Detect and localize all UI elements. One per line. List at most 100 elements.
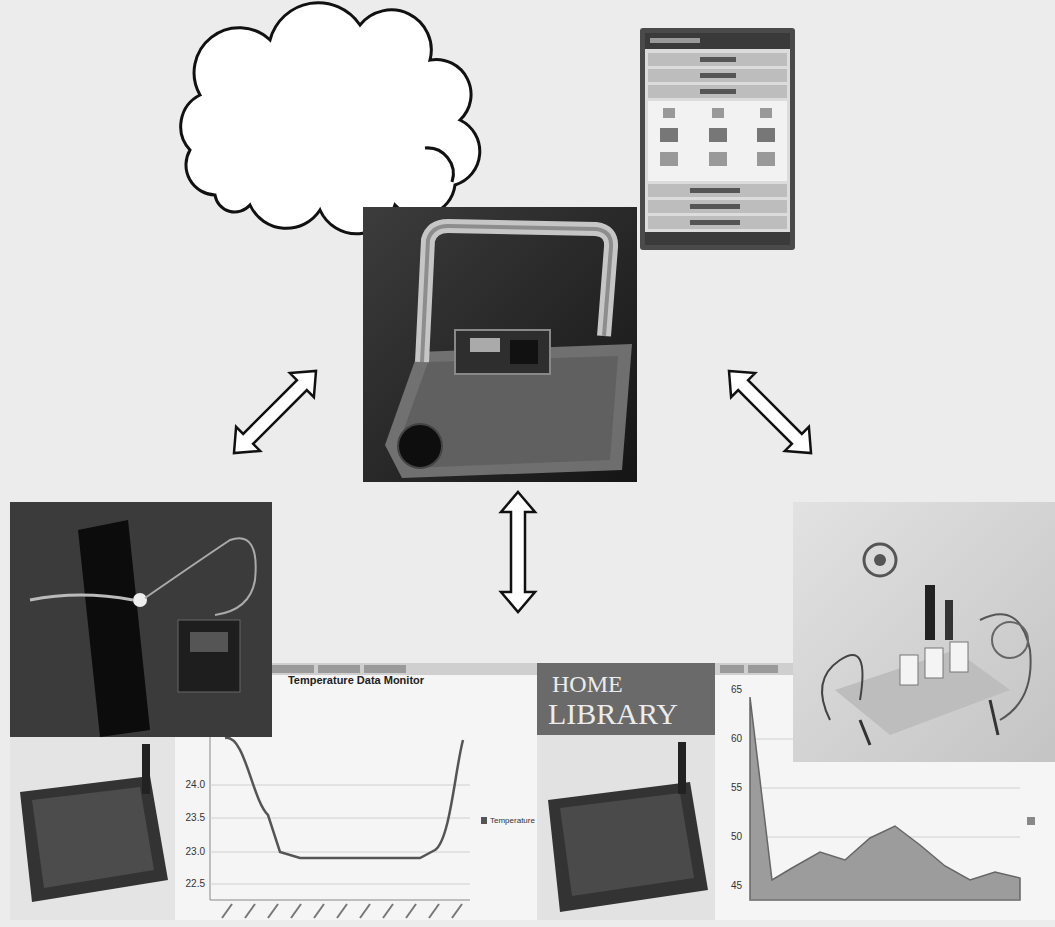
device-photo-part bbox=[510, 340, 538, 364]
cover-title: LIBRARY bbox=[548, 699, 678, 729]
book-cover-photo bbox=[537, 663, 715, 920]
cloud-outline-part bbox=[425, 148, 453, 182]
device-photo-part bbox=[363, 207, 637, 482]
device-photo bbox=[363, 207, 637, 482]
temperature-chart-part-part bbox=[314, 904, 324, 918]
phone-screen-part bbox=[640, 28, 795, 250]
board-photo-part bbox=[10, 737, 175, 920]
axis-tick: 55 bbox=[731, 783, 742, 793]
robot-photo-part bbox=[925, 585, 935, 640]
phone-screen-part bbox=[709, 152, 727, 166]
temperature-chart-part-part bbox=[245, 904, 255, 918]
temperature-chart-part bbox=[272, 665, 314, 673]
phone-screen-part bbox=[757, 152, 775, 166]
robot-photo-part bbox=[950, 642, 968, 672]
temperature-chart-part bbox=[318, 665, 360, 673]
phone-screen-part bbox=[700, 57, 736, 62]
sensor-photo-part bbox=[10, 502, 272, 737]
robot-photo-part bbox=[793, 502, 1055, 762]
robot-photo-part bbox=[860, 720, 870, 745]
light-chart-part bbox=[748, 665, 778, 673]
board-photo-part bbox=[32, 787, 154, 888]
temperature-chart-part-part bbox=[383, 904, 393, 918]
robot-photo-part bbox=[900, 655, 918, 685]
temperature-chart-part bbox=[210, 884, 470, 885]
phone-screen-part bbox=[645, 33, 790, 49]
phone-screen-part bbox=[700, 73, 736, 78]
phone-screen-part bbox=[645, 232, 790, 245]
phone-screen-part bbox=[650, 38, 700, 43]
legend-text: Temperature bbox=[490, 817, 535, 825]
board-photo-part bbox=[20, 776, 168, 902]
sensor-photo-part bbox=[190, 632, 228, 652]
phone-screen-part bbox=[648, 69, 787, 82]
axis-tick: 60 bbox=[731, 734, 742, 744]
double-arrow bbox=[501, 492, 535, 612]
double-arrow bbox=[222, 359, 328, 465]
robot-photo-part bbox=[822, 655, 863, 720]
phone-screen-part bbox=[645, 33, 790, 245]
temperature-chart-part-part bbox=[222, 904, 232, 918]
temperature-chart-part bbox=[222, 904, 462, 918]
cloud-outline bbox=[181, 3, 480, 234]
device-photo-part bbox=[470, 338, 500, 352]
temperature-chart-part-part bbox=[360, 904, 370, 918]
light-chart-part bbox=[1027, 817, 1035, 825]
phone-screen-part bbox=[648, 200, 787, 213]
robot-photo-part bbox=[990, 700, 998, 735]
device-photo-part bbox=[455, 330, 550, 374]
book-cover-photo-part bbox=[537, 663, 715, 920]
axis-tick: 45 bbox=[731, 881, 742, 891]
axis-tick: 24.0 bbox=[186, 780, 205, 790]
temperature-chart-part bbox=[210, 818, 470, 819]
robot-photo bbox=[793, 502, 1055, 762]
temperature-chart-part-part bbox=[291, 904, 301, 918]
phone-screen-part bbox=[712, 108, 724, 118]
chart-title: Temperature Data Monitor bbox=[288, 675, 424, 686]
board-photo bbox=[10, 737, 175, 920]
phone-screen-part bbox=[648, 184, 787, 197]
book-cover-photo-part bbox=[678, 742, 686, 794]
phone-screen-part bbox=[648, 85, 787, 98]
board-photo-part bbox=[142, 744, 150, 794]
book-cover-photo-part bbox=[537, 735, 715, 920]
sensor-photo bbox=[10, 502, 272, 737]
robot-photo-part bbox=[980, 614, 1031, 720]
cloud-outline-part bbox=[181, 3, 480, 234]
temperature-chart-part bbox=[481, 817, 487, 824]
axis-tick: 50 bbox=[731, 832, 742, 842]
robot-photo-part bbox=[945, 600, 953, 640]
light-chart-part bbox=[750, 788, 1020, 789]
robot-photo-part bbox=[992, 622, 1028, 658]
temperature-chart-part-part bbox=[429, 904, 439, 918]
book-cover-photo-part bbox=[560, 793, 694, 896]
phone-screen-part bbox=[709, 128, 727, 142]
phone-screen-part bbox=[700, 89, 736, 94]
phone-screen-part bbox=[690, 204, 740, 209]
axis-tick: 23.5 bbox=[186, 813, 205, 823]
robot-photo-part bbox=[864, 544, 896, 576]
phone-screen-part bbox=[660, 128, 678, 142]
temperature-chart-part-part bbox=[268, 904, 278, 918]
sensor-photo-part bbox=[30, 595, 133, 600]
phone-screen-part bbox=[663, 108, 675, 118]
sensor-photo-part bbox=[145, 538, 256, 615]
temperature-chart-part bbox=[364, 665, 406, 673]
phone-screen-part bbox=[660, 152, 678, 166]
light-chart-part bbox=[750, 900, 1020, 901]
device-photo-part bbox=[398, 424, 442, 468]
light-chart-part bbox=[720, 665, 744, 673]
phone-screen-part bbox=[690, 220, 740, 225]
sensor-photo-part bbox=[133, 593, 147, 607]
phone-screen bbox=[640, 28, 795, 250]
phone-screen-part bbox=[690, 188, 740, 193]
double-arrow bbox=[717, 359, 823, 465]
robot-photo-part bbox=[925, 648, 943, 678]
book-cover-photo-part bbox=[548, 782, 708, 912]
temperature-chart-part bbox=[225, 738, 463, 858]
axis-tick: 65 bbox=[731, 685, 742, 695]
temperature-chart-part-part bbox=[452, 904, 462, 918]
temperature-chart-part bbox=[210, 785, 470, 786]
